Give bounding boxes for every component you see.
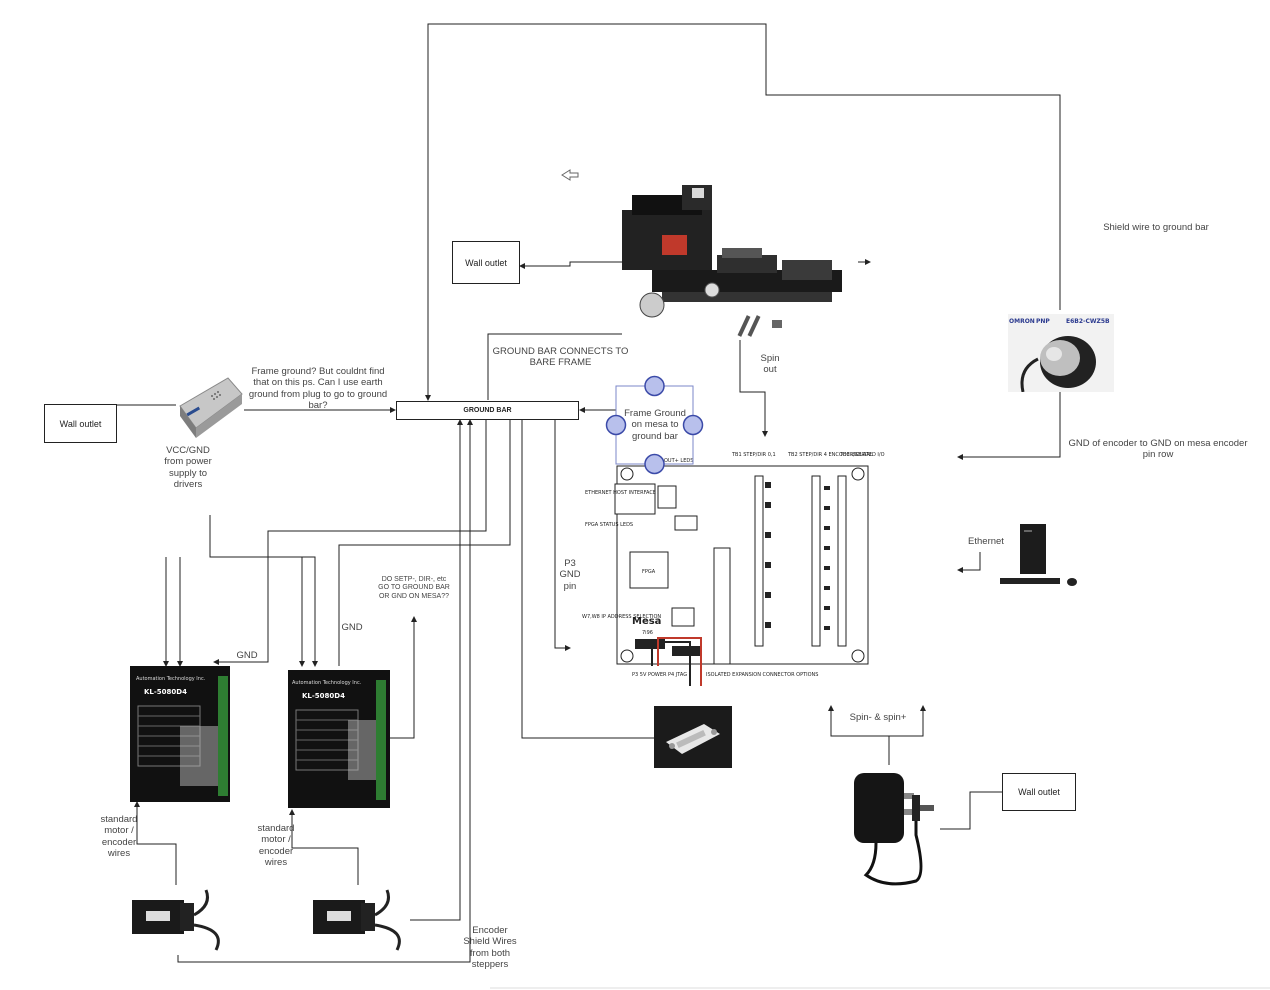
motor1-cable — [134, 801, 177, 885]
standard-motor-label-1: standard motor / encoder wires — [100, 814, 138, 860]
ground-bar-connects-label: GROUND BAR CONNECTS TO BARE FRAME — [492, 346, 629, 369]
mesa-brand: Mesa — [632, 616, 661, 627]
do-setp-label: DO SETP-, DIR-, etc GO TO GROUND BAR OR … — [378, 576, 450, 600]
shield-wire-label: Shield wire to ground bar — [1103, 222, 1209, 233]
wall-outlet-top: Wall outlet — [452, 241, 520, 284]
adapter-wall-wire — [940, 791, 1002, 830]
driver1-maker: Automation Technology Inc. — [136, 676, 206, 682]
ethernet-wire — [957, 552, 981, 573]
spin-wires — [828, 705, 890, 765]
driver1-model: KL-5080D4 — [144, 688, 187, 696]
motor2-cable — [289, 809, 359, 885]
tb2-label: TB2 STEP/DIR 4 ENCODER/SERIAL — [787, 452, 873, 458]
psu-driver-wire — [209, 515, 318, 667]
wall-adapter-image — [854, 773, 934, 886]
driver2-signal-wire — [390, 616, 417, 739]
lathe-frame-ground-wire — [487, 333, 622, 400]
mesa-7i96-board-image: FPGA Mesa 7i96 TB1 STEP/DIR 0,1 TB2 STEP… — [580, 446, 900, 686]
frame-ground-selection — [605, 375, 704, 475]
gnd-label-1: GND — [236, 650, 258, 661]
encoder-shield-wires — [177, 419, 473, 963]
stepper-motor-1-image — [126, 885, 228, 955]
expansion-label: ISOLATED EXPANSION CONNECTOR OPTIONS — [706, 672, 818, 678]
driver2-gnd-wire — [338, 420, 511, 666]
out-leds-label: OUT+ LEDS — [664, 458, 693, 464]
standard-motor-label-2: standard motor / encoder wires — [257, 823, 295, 869]
fpga-status-label: FPGA STATUS LEDS — [585, 522, 633, 528]
lathe-image — [622, 180, 858, 340]
vcc-gnd-label: VCC/GND from power supply to drivers — [164, 445, 212, 491]
ground-bar: GROUND BAR — [396, 401, 579, 420]
hollow-arrow-icon — [561, 169, 579, 181]
wall-outlet-left: Wall outlet — [44, 404, 117, 443]
stepper-motor-2-image — [307, 885, 409, 955]
handle-top — [644, 375, 665, 397]
tb3-label: TB3 ISOLATED I/O — [839, 452, 885, 458]
encoder-gnd-wire — [957, 392, 1061, 460]
encoder-brand: OMRON — [1009, 318, 1035, 325]
encoder-shield-label: Encoder Shield Wires from both steppers — [463, 925, 517, 971]
tb1-label: TB1 STEP/DIR 0,1 — [731, 452, 776, 458]
frame-ground-mesa-label: Frame Ground on mesa to ground bar — [624, 408, 686, 442]
gnd-encoder-label: GND of encoder to GND on mesa encoder pi… — [1068, 438, 1248, 461]
p3-gnd-label: P3 GND pin — [559, 558, 581, 592]
driver2-maker: Automation Technology Inc. — [292, 680, 362, 686]
handle-bottom — [644, 453, 665, 475]
handle-right — [682, 414, 704, 436]
encoder-type: PNP — [1036, 318, 1050, 325]
spin-out-wire — [739, 340, 768, 437]
breakout-gnd-wire — [521, 420, 654, 739]
computer-image — [1000, 524, 1077, 586]
breakout-board-image — [654, 706, 732, 768]
encoder-model: E6B2-CWZ5B — [1066, 318, 1110, 325]
ethernet-label: Ethernet — [968, 536, 1004, 547]
mesa-model: 7i96 — [642, 630, 653, 636]
fpga-label: FPGA — [642, 569, 656, 575]
ip-select-label: W7,W8 IP ADDRESS SELECTION — [582, 614, 661, 620]
spin-minus-plus-label: Spin- & spin+ — [849, 712, 907, 723]
handle-left — [605, 414, 627, 436]
p4-jtag-label: P4 JTAG — [668, 672, 687, 678]
encoder-shield-wire — [425, 23, 1061, 401]
rotary-encoder-image: OMRON PNP E6B2-CWZ5B — [1008, 314, 1114, 392]
lathe-power-wire — [519, 261, 622, 269]
stepper-driver-1-image: Automation Technology Inc. KL-5080D4 — [130, 666, 230, 802]
wall-outlet-right: Wall outlet — [1002, 773, 1076, 811]
frame-ground-ps-label: Frame ground? But couldnt find that on t… — [248, 366, 388, 412]
gnd-label-2: GND — [341, 622, 363, 633]
stepper-driver-2-image: Automation Technology Inc. KL-5080D4 — [288, 670, 390, 808]
driver1-gnd-wire — [213, 420, 487, 665]
p3-power-label: P3 5V POWER — [632, 672, 667, 678]
spin-out-label: Spin out — [760, 353, 780, 376]
p3-gnd-wire — [554, 420, 571, 651]
ethernet-host-label: ETHERNET HOST INTERFACE — [585, 490, 656, 496]
driver2-model: KL-5080D4 — [302, 692, 345, 700]
power-supply-image — [179, 377, 243, 438]
